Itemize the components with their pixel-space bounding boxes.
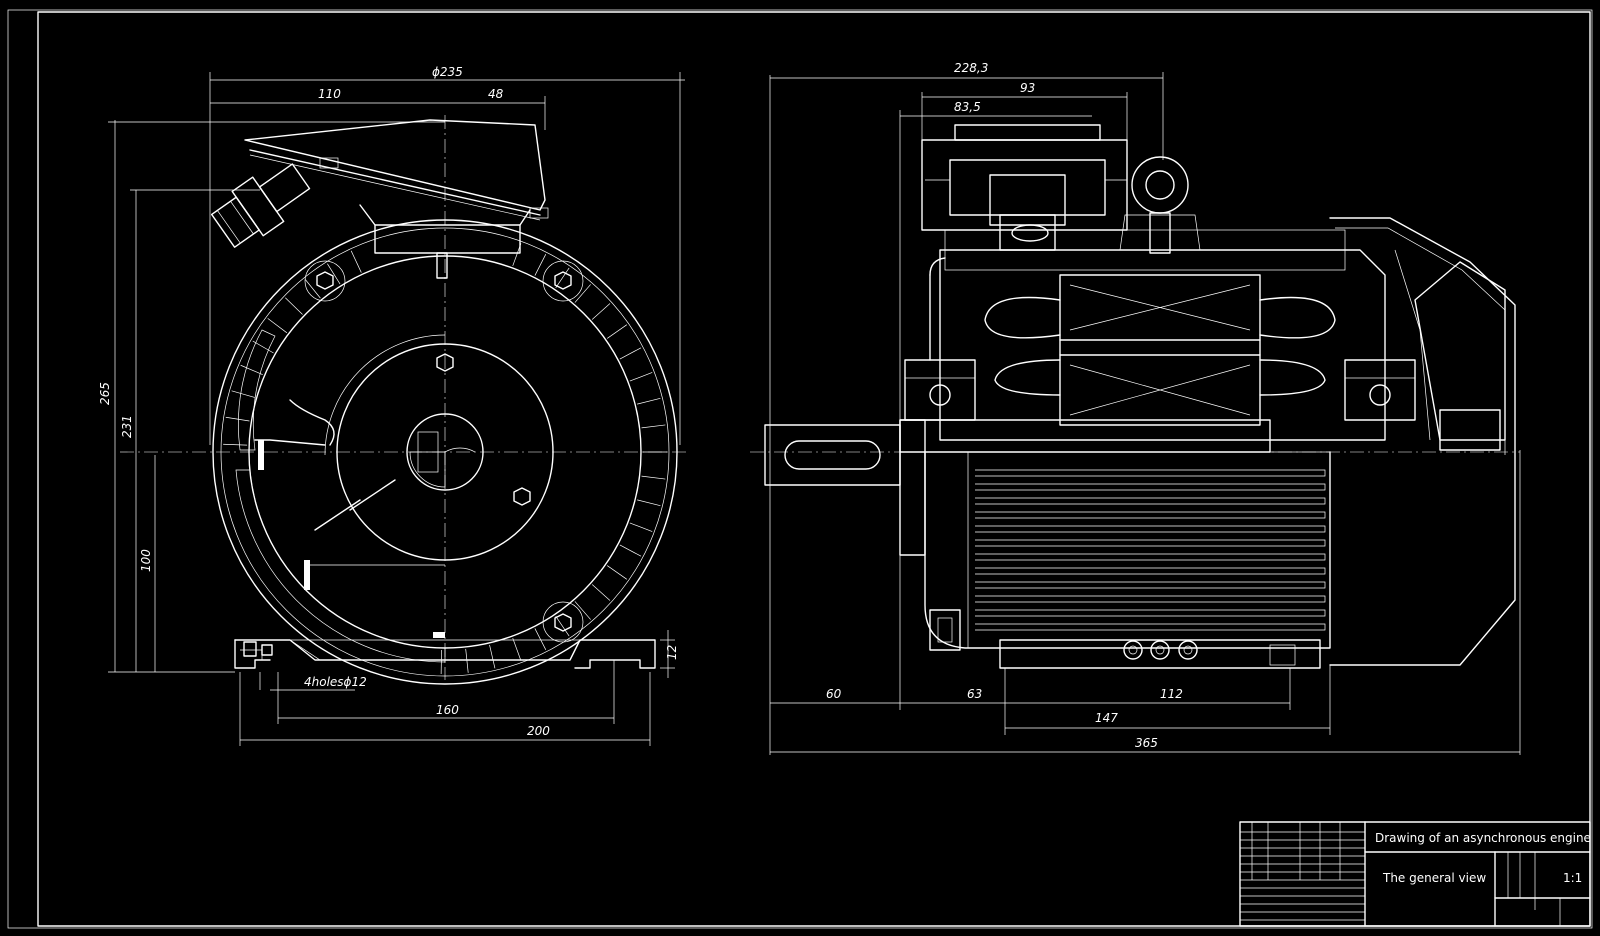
cooling-fin [350,250,362,273]
cooling-fin [327,263,341,285]
dim-160: 160 [436,703,459,717]
housing-section-hatch [235,469,446,663]
drawing-title: Drawing of an asynchronous engine [1375,831,1591,845]
rear-bearing [1344,359,1416,421]
housing-rib [975,511,1326,519]
stator-housing-exterior [924,451,1331,669]
housing-rib [975,483,1326,491]
side-dimensions: 228,3 93 83,5 60 63 112 147 365 [769,61,1521,755]
dim-48: 48 [488,87,504,101]
dim-12: 12 [665,645,679,660]
housing-rib [975,623,1326,631]
cooling-fin [606,324,628,339]
cooling-fin [231,390,255,398]
cooling-fin [534,628,547,650]
cooling-fin [629,372,653,382]
cooling-fin [512,637,522,661]
dim-231: 231 [120,415,134,438]
bolt-heads [304,260,584,643]
housing-rib [975,609,1326,617]
cooling-fin [641,475,666,480]
dim-365: 365 [1135,736,1158,750]
stator-housing-section [904,229,1416,441]
cooling-fin [619,347,642,360]
dim-83-5: 83,5 [954,100,981,114]
housing-rib [975,469,1326,477]
terminal-box [210,119,549,279]
housing-outer-circle [212,219,678,685]
cooling-fin [465,648,469,673]
drawing-subtitle: The general view [1382,871,1486,885]
side-view: 228,3 93 83,5 60 63 112 147 365 [750,61,1521,755]
cooling-fin [225,416,250,422]
housing-rib [975,595,1326,603]
cooling-fin [555,615,570,637]
housing-rib [975,539,1326,547]
cooling-fin [606,565,628,580]
shaft-bore [406,413,484,491]
lifting-eye [1119,156,1201,254]
cooling-fin [591,303,611,320]
title-block: Drawing of an asynchronous engine The ge… [1239,821,1591,927]
cooling-fin [591,584,611,601]
dim-60: 60 [826,687,842,701]
dim-100: 100 [139,549,153,572]
cooling-fin [285,297,303,315]
drawing-scale: 1:1 [1563,871,1582,885]
dim-110: 110 [318,87,341,101]
cooling-fin [305,279,321,299]
cooling-fin [619,544,642,557]
fan-cover [1329,217,1516,666]
dim-93: 93 [1020,81,1035,95]
side-terminal-box [921,124,1128,251]
dim-228-3: 228,3 [954,61,988,75]
cooling-fin [267,318,288,334]
housing-rib [975,525,1326,533]
cooling-fin [574,284,591,303]
cooling-fin [629,522,653,532]
cooling-fins [223,243,667,674]
end-shield-circle [336,343,554,561]
dim-diameter-235: ϕ235 [432,65,463,79]
housing-rib [975,567,1326,575]
cooling-fin [489,644,496,669]
flange-plate [899,419,926,556]
cooling-fin [555,267,570,289]
cooling-fin [574,601,591,620]
front-dimensions: ϕ235 110 48 265 231 100 12 [98,65,685,746]
sheet-frame [7,9,1593,929]
front-view: ϕ235 110 48 265 231 100 12 [98,65,690,746]
dim-63: 63 [967,687,982,701]
cooling-fin [534,254,547,276]
cooling-fin [637,499,661,507]
cooling-fin [252,340,274,354]
cooling-fin [223,443,248,446]
shaft [764,419,1271,486]
stator-core [1059,274,1261,426]
dim-265: 265 [98,382,112,405]
dim-200: 200 [527,724,550,738]
cooling-fin [240,364,263,375]
housing-rib [975,497,1326,505]
holes-callout: 4holesϕ12 [304,675,367,689]
dim-147: 147 [1095,711,1118,725]
mounting-feet [234,639,656,669]
cooling-fin [637,397,661,405]
housing-rib [975,581,1326,589]
dim-112: 112 [1160,687,1183,701]
housing-rib [975,553,1326,561]
cooling-fin [641,424,666,429]
